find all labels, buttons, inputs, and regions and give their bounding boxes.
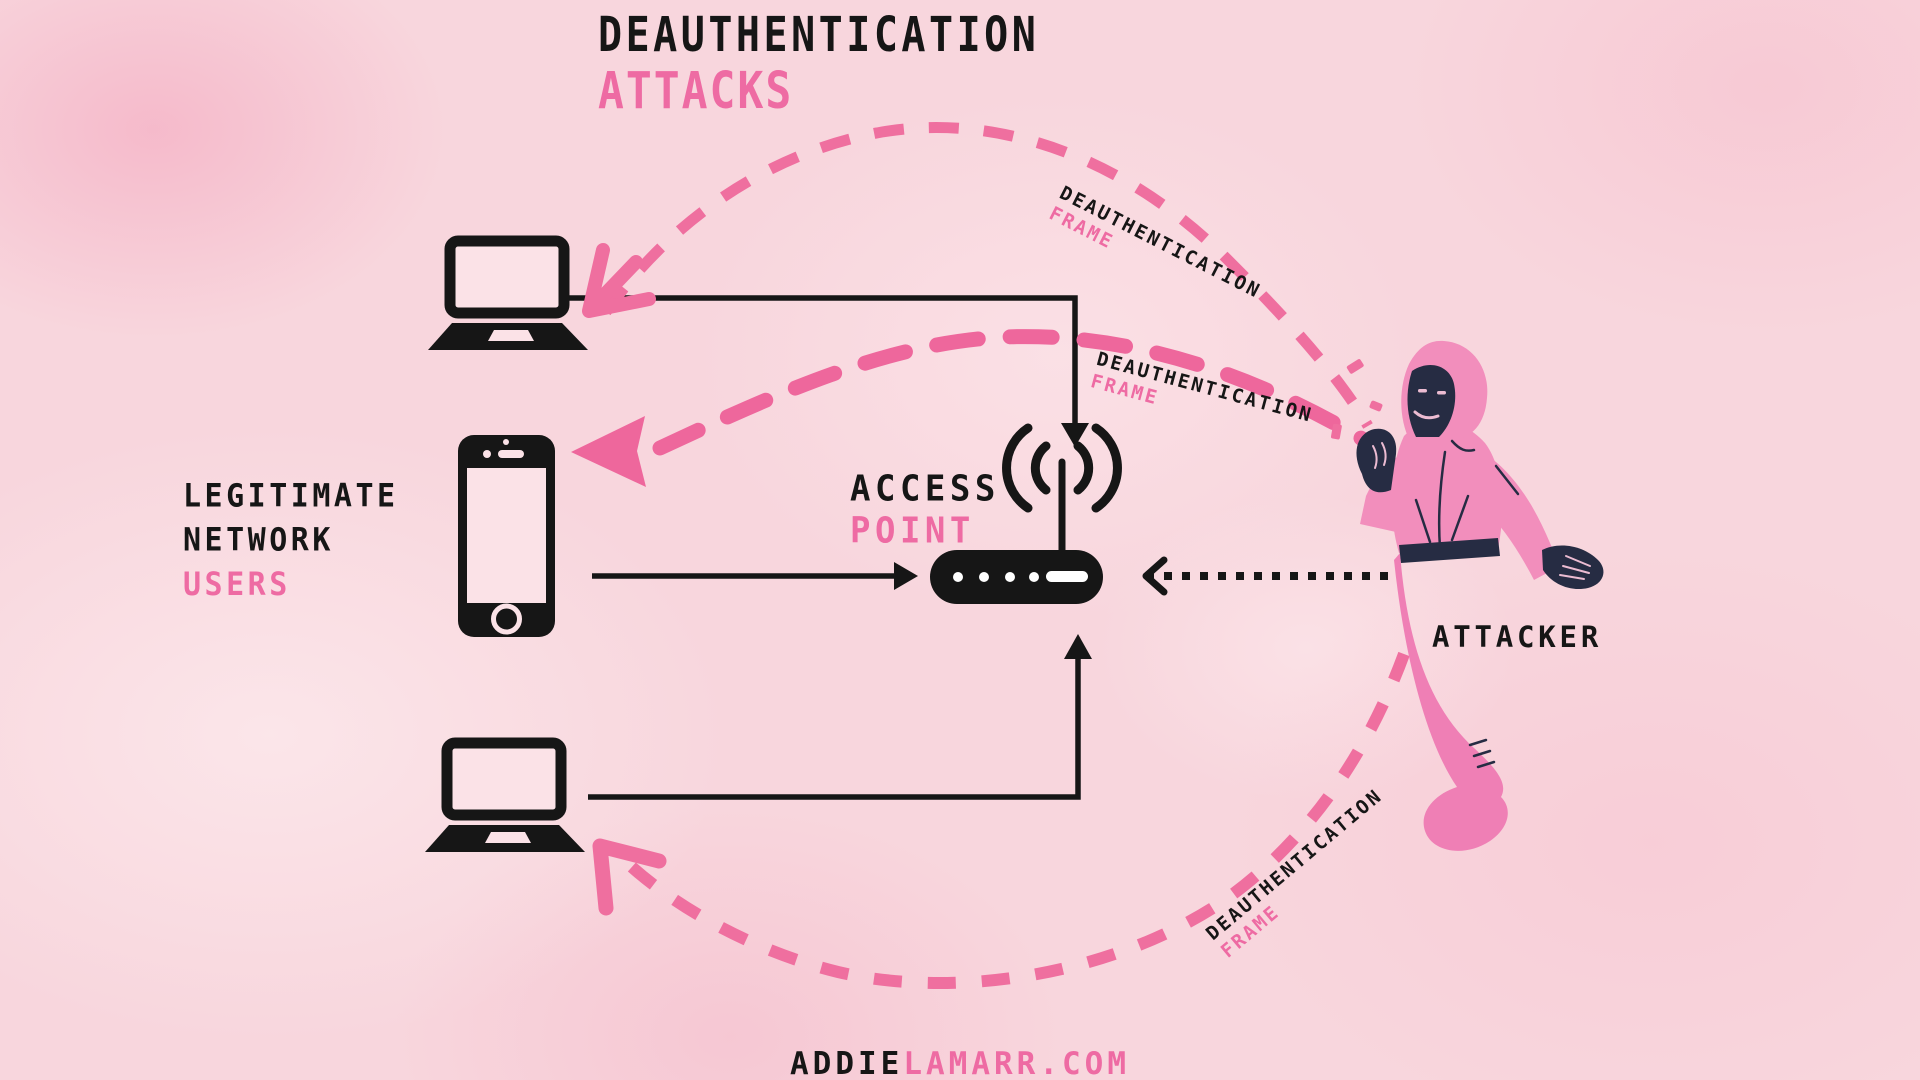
footer-site-url: ADDIELAMARR.COM xyxy=(0,1046,1920,1080)
footer-site-name-pink: LAMARR.COM xyxy=(903,1046,1130,1080)
deauth-curve-top xyxy=(582,122,1373,429)
router-icon xyxy=(930,423,1122,604)
legitimate-users-line1: LEGITIMATE xyxy=(183,477,399,516)
access-point-label-accent: POINT xyxy=(850,510,975,552)
laptop-icon-bottom xyxy=(425,743,585,852)
confetti xyxy=(1330,359,1383,440)
laptop-icon-top xyxy=(428,241,588,350)
arrow-laptop-top-to-ap xyxy=(558,295,1089,447)
wifi-signal-icon xyxy=(1002,423,1122,513)
deauth-curve-middle xyxy=(571,329,1372,487)
arrow-phone-to-ap xyxy=(592,562,918,590)
legitimate-users-label: LEGITIMATE NETWORK USERS xyxy=(183,474,399,607)
footer-site-name-black: ADDIE xyxy=(790,1046,904,1080)
legitimate-users-line2: NETWORK xyxy=(183,521,334,560)
attacker-label: ATTACKER xyxy=(1432,620,1603,654)
attacker-figure xyxy=(1356,340,1604,851)
deauth-curve-bottom xyxy=(592,651,1410,989)
access-point-label: ACCESS xyxy=(850,468,1000,510)
arrow-laptop-bottom-to-ap xyxy=(588,634,1092,800)
legitimate-users-line3: USERS xyxy=(183,565,291,604)
page-title: DEAUTHENTICATION xyxy=(598,8,1040,64)
page-title-accent: ATTACKS xyxy=(598,62,794,121)
smartphone-icon xyxy=(458,435,555,637)
dotted-arrow-attacker-to-ap xyxy=(1142,556,1388,596)
